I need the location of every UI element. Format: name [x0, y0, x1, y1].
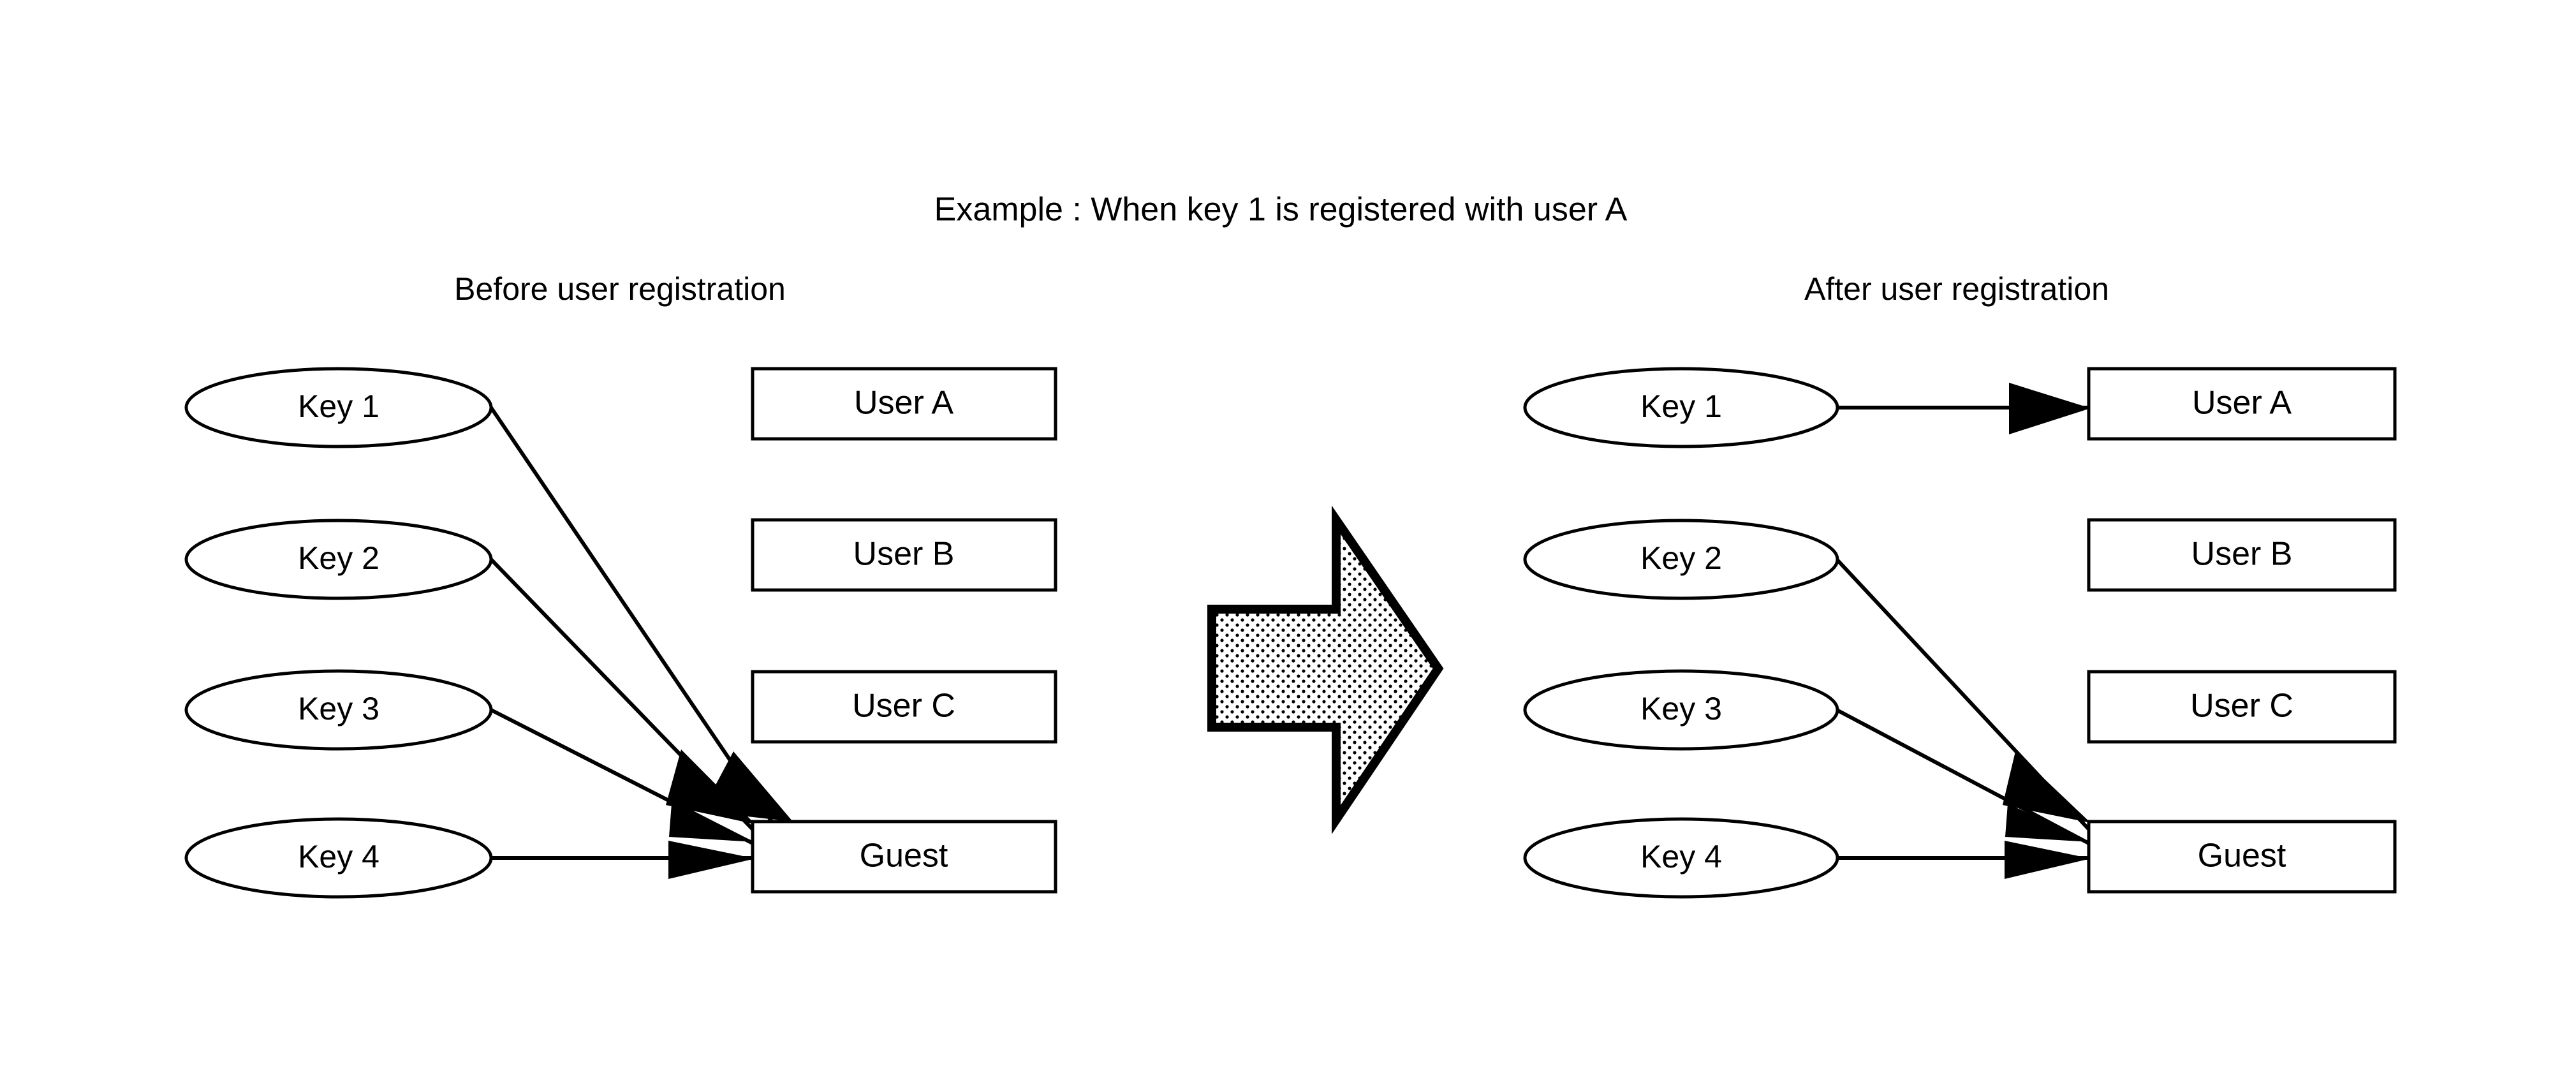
- node-key-2[interactable]: Key 2: [184, 519, 493, 600]
- arrowhead-key4-to-guest: [668, 841, 755, 879]
- arrowhead-key1-to-user-a: [2009, 383, 2091, 434]
- after-panel: Key 1 Key 2 Key 3 Key 4: [1523, 367, 2397, 899]
- block-arrow-outline: [1207, 505, 1444, 834]
- node-user-a[interactable]: User A: [2087, 367, 2397, 441]
- node-label-key-2: Key 2: [1640, 540, 1722, 576]
- node-label-guest: Guest: [860, 838, 948, 875]
- box-shape-user-b: [2087, 518, 2397, 592]
- box-shape-guest: [751, 820, 1057, 894]
- ellipse-shape-key-4: [184, 817, 493, 899]
- after-panel-caption: After user registration: [1804, 271, 2109, 307]
- arrowhead-key2-to-guest: [2003, 751, 2091, 823]
- ellipse-shape-key-1: [184, 367, 493, 448]
- before-target-nodes: User A User B User C Guest: [751, 367, 1057, 894]
- arrowhead-key2-to-guest: [666, 749, 755, 824]
- before-arrowheads: [666, 749, 793, 879]
- block-arrow-fill: [1212, 520, 1438, 820]
- node-label-user-a: User A: [2192, 385, 2292, 422]
- ellipse-shape-key-4: [1523, 817, 1839, 899]
- box-shape-user-a: [751, 367, 1057, 441]
- node-label-key-4: Key 4: [298, 839, 379, 875]
- connector-key3-to-guest: [1836, 708, 2090, 845]
- before-key-nodes: Key 1 Key 2 Key 3 Key 4: [184, 367, 493, 899]
- after-arrowheads: [2003, 383, 2091, 879]
- arrowhead-key3-to-guest: [669, 804, 755, 842]
- node-key-4[interactable]: Key 4: [184, 817, 493, 899]
- node-label-key-1: Key 1: [1640, 388, 1722, 424]
- ellipse-shape-key-2: [184, 519, 493, 600]
- node-user-b[interactable]: User B: [751, 518, 1057, 592]
- node-key-4[interactable]: Key 4: [1523, 817, 1839, 899]
- after-target-nodes: User A User B User C Guest: [2087, 367, 2397, 894]
- ellipse-shape-key-2: [1523, 519, 1839, 600]
- after-key-nodes: Key 1 Key 2 Key 3 Key 4: [1523, 367, 1839, 899]
- box-shape-user-a: [2087, 367, 2397, 441]
- node-label-key-1: Key 1: [298, 388, 379, 424]
- node-label-key-2: Key 2: [298, 540, 379, 576]
- block-arrow-right-icon: [1207, 505, 1444, 834]
- node-label-key-3: Key 3: [298, 691, 379, 727]
- node-key-2[interactable]: Key 2: [1523, 519, 1839, 600]
- node-key-1[interactable]: Key 1: [184, 367, 493, 448]
- box-shape-user-c: [2087, 670, 2397, 744]
- node-user-c[interactable]: User C: [751, 670, 1057, 744]
- node-label-key-4: Key 4: [1640, 839, 1722, 875]
- node-key-3[interactable]: Key 3: [184, 669, 493, 751]
- box-shape-guest: [2087, 820, 2397, 894]
- node-guest[interactable]: Guest: [2087, 820, 2397, 894]
- before-panel-caption: Before user registration: [454, 271, 786, 307]
- node-label-user-c: User C: [852, 688, 955, 725]
- node-key-1[interactable]: Key 1: [1523, 367, 1839, 448]
- node-key-3[interactable]: Key 3: [1523, 669, 1839, 751]
- box-shape-user-b: [751, 518, 1057, 592]
- ellipse-shape-key-3: [1523, 669, 1839, 751]
- node-label-user-a: User A: [854, 385, 953, 422]
- node-user-c[interactable]: User C: [2087, 670, 2397, 744]
- node-label-user-c: User C: [2190, 688, 2293, 725]
- node-label-guest: Guest: [2198, 838, 2286, 875]
- node-user-b[interactable]: User B: [2087, 518, 2397, 592]
- ellipse-shape-key-1: [1523, 367, 1839, 448]
- node-guest[interactable]: Guest: [751, 820, 1057, 894]
- ellipse-shape-key-3: [184, 669, 493, 751]
- page-title: Example : When key 1 is registered with …: [934, 191, 1628, 228]
- node-label-user-b: User B: [2191, 536, 2293, 573]
- box-shape-user-c: [751, 670, 1057, 744]
- arrowhead-key4-to-guest: [2005, 841, 2091, 879]
- arrowhead-key3-to-guest: [2005, 804, 2091, 842]
- connector-key1-to-guest: [489, 406, 774, 823]
- before-panel: Key 1 Key 2 Key 3 Key 4: [184, 367, 1057, 899]
- node-label-key-3: Key 3: [1640, 691, 1722, 727]
- node-label-user-b: User B: [853, 536, 955, 573]
- node-user-a[interactable]: User A: [751, 367, 1057, 441]
